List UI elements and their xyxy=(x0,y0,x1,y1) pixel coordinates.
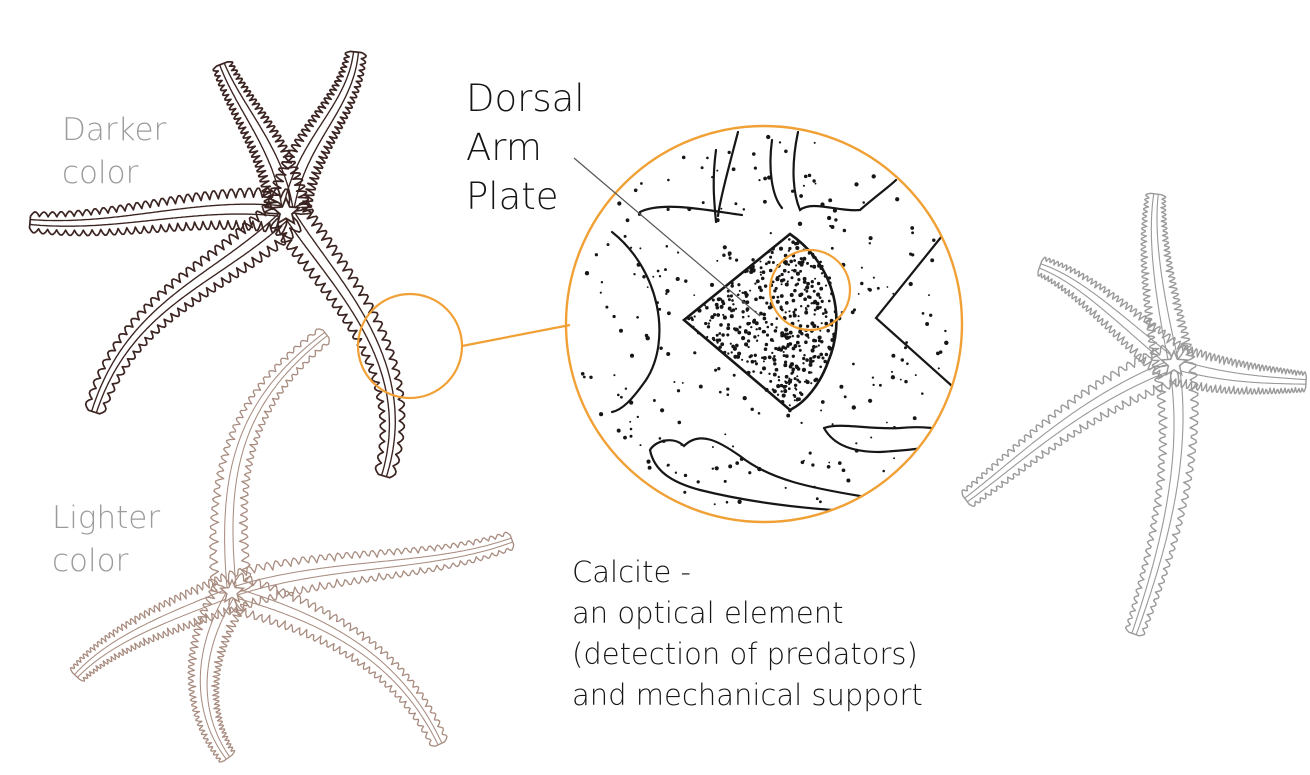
lighter-color-label: Lighter color xyxy=(52,497,160,583)
left-plate-outline xyxy=(610,230,661,414)
zoomed-view xyxy=(564,124,964,524)
dorsal-label-leader-line xyxy=(573,157,761,317)
right-plate-outline xyxy=(874,234,954,388)
darker-color-label: Darker color xyxy=(62,109,166,195)
darker-label-line2: color xyxy=(62,155,139,191)
calcite-highlight-circle xyxy=(768,248,852,332)
zoomed-view-border xyxy=(564,124,964,524)
dorsal-label-line2: Arm xyxy=(466,126,542,169)
calcite-line2: an optical element xyxy=(572,596,844,630)
dorsal-arm-plate-outline xyxy=(681,232,838,412)
calcite-line3: (detection of predators) xyxy=(572,637,918,671)
dorsal-label-line1: Dorsal xyxy=(466,77,585,120)
magnify-connector-line xyxy=(461,323,571,348)
brittle-star-gray xyxy=(961,192,1307,637)
dorsal-arm-plate-label: Dorsal Arm Plate xyxy=(466,74,585,221)
darker-label-line1: Darker xyxy=(62,112,167,148)
calcite-line4: and mechanical support xyxy=(572,678,923,712)
dorsal-label-line3: Plate xyxy=(466,175,559,218)
brittle-star-lighter xyxy=(69,328,515,763)
calcite-description: Calcite - an optical element (detection … xyxy=(572,552,923,716)
lighter-label-line1: Lighter xyxy=(52,500,161,536)
lighter-label-line2: color xyxy=(52,543,129,579)
calcite-line1: Calcite - xyxy=(572,555,691,589)
magnify-source-circle xyxy=(356,292,464,400)
